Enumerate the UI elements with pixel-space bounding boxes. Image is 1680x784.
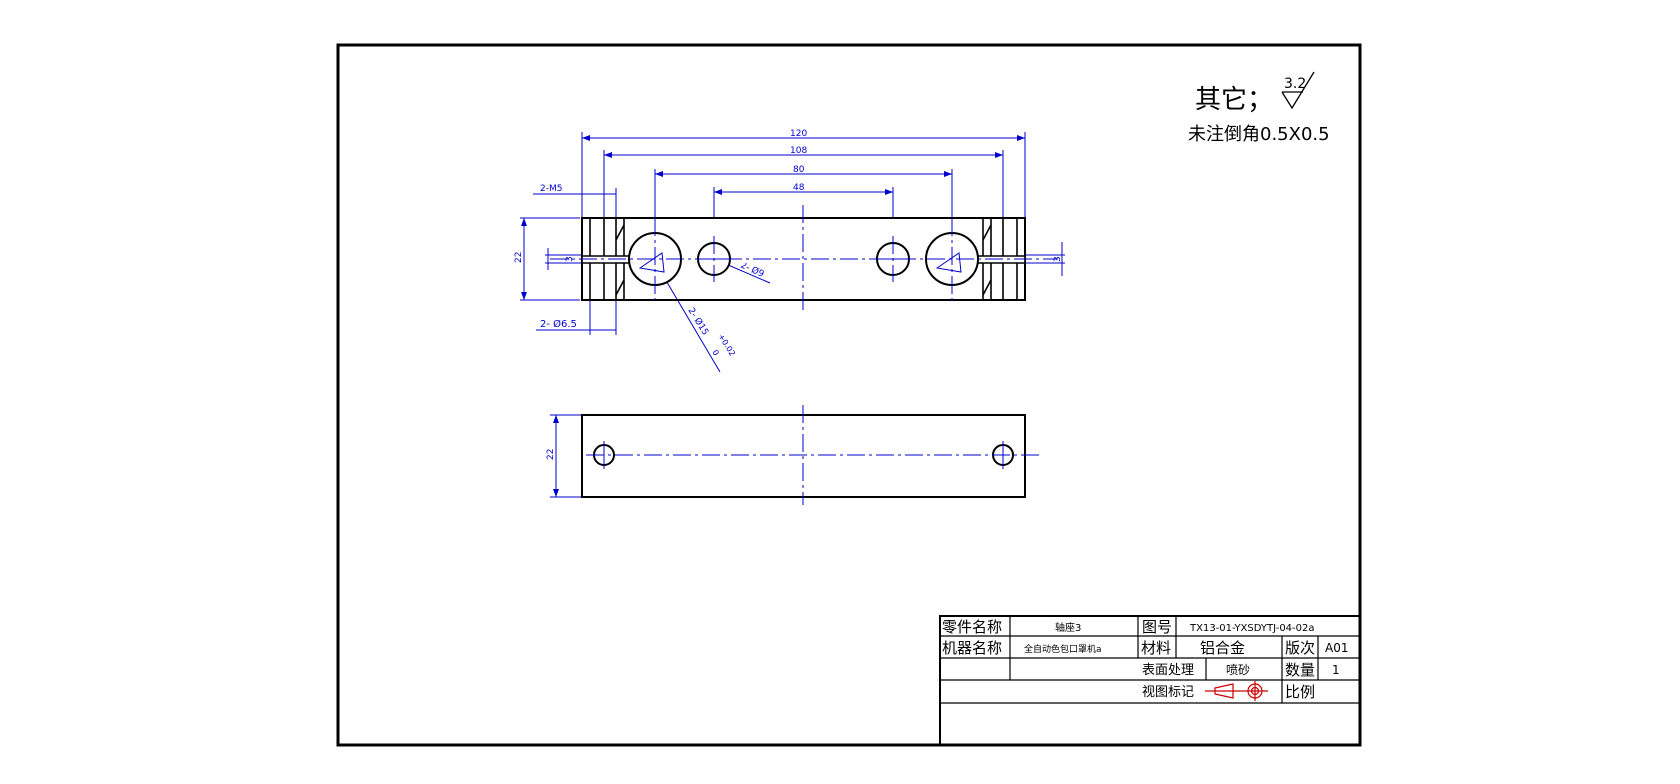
dim-48: 48 xyxy=(793,183,805,193)
roughness-value: 3.2 xyxy=(1284,76,1306,92)
roughness-prefix: 其它； xyxy=(1195,85,1273,115)
revision-label: 版次 xyxy=(1285,639,1315,657)
dim-22-front: 22 xyxy=(546,449,556,460)
screw-hole-right xyxy=(982,218,1018,300)
material-label: 材料 xyxy=(1141,639,1171,657)
drawing-no-value: TX13-01-YXSDYTJ-04-02a xyxy=(1189,623,1315,634)
roughness-symbol-icon: 3.2 xyxy=(1281,71,1315,110)
dim-2-m5: 2-M5 xyxy=(540,184,562,194)
part-name-value: 轴座3 xyxy=(1055,621,1081,634)
general-notes: 其它； 3.2 未注倒角0.5X0.5 xyxy=(1188,71,1330,145)
clamp-slot xyxy=(582,256,1025,263)
dim-bore-tol-upper: +0.02 xyxy=(716,332,737,358)
dim-2-d6-5: 2- Ø6.5 xyxy=(540,318,577,330)
drawing-no-label: 图号 xyxy=(1142,618,1172,636)
dim-2-d15: 2- Ø15 xyxy=(685,306,710,338)
scale-label: 比例 xyxy=(1285,683,1315,701)
dim-120: 120 xyxy=(790,129,807,139)
machine-name-label: 机器名称 xyxy=(942,639,1002,657)
chamfer-note: 未注倒角0.5X0.5 xyxy=(1188,124,1330,145)
dimension-lines-top xyxy=(520,132,1065,373)
surface-label: 表面处理 xyxy=(1142,663,1194,678)
dim-3-left: 3 xyxy=(565,256,575,262)
dim-80: 80 xyxy=(793,165,805,175)
quantity-label: 数量 xyxy=(1285,661,1315,679)
title-block: 零件名称 轴座3 图号 TX13-01-YXSDYTJ-04-02a 机器名称 … xyxy=(939,615,1361,746)
dim-bore-tol-lower: 0 xyxy=(710,348,720,357)
sheet-border xyxy=(336,43,1362,747)
surface-value: 喷砂 xyxy=(1226,663,1250,677)
quantity-value: 1 xyxy=(1332,663,1340,677)
top-view: 120 108 80 48 2-M5 22 3 3 2- Ø6.5 2- Ø9 … xyxy=(514,129,1065,373)
part-name-label: 零件名称 xyxy=(942,618,1002,636)
screw-hole-left xyxy=(589,218,625,300)
revision-value: A01 xyxy=(1325,641,1348,655)
dimension-arrows xyxy=(521,135,1025,300)
view-mark-label: 视图标记 xyxy=(1142,685,1194,700)
centerlines-front xyxy=(586,405,1040,505)
front-view: 22 xyxy=(546,405,1040,505)
first-angle-projection-icon xyxy=(1205,681,1268,701)
dim-108: 108 xyxy=(790,146,807,156)
machine-name-value: 全自动色包口罩机a xyxy=(1024,643,1102,655)
dim-22-left: 22 xyxy=(514,252,524,263)
material-value: 铝合金 xyxy=(1200,639,1245,657)
